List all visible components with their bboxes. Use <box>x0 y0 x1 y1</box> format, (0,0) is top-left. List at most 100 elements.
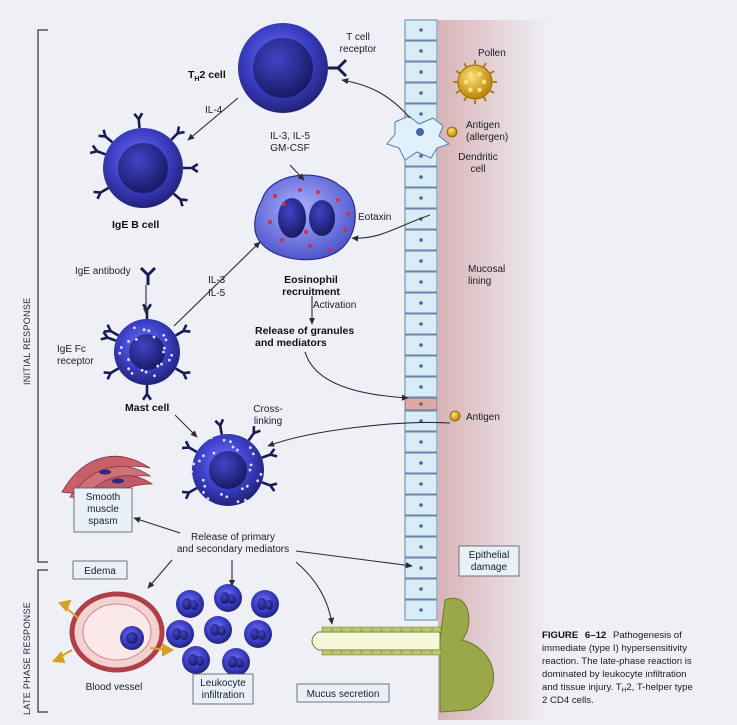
pollen-pore <box>477 72 482 77</box>
eosinophil-granule <box>316 190 320 194</box>
duct-cell <box>401 626 412 633</box>
pollen-pore <box>481 79 487 85</box>
svg-text:and tissue injury. TH2, T-help: and tissue injury. TH2, T-helper type <box>542 682 693 694</box>
mast-cell-granule <box>160 362 163 366</box>
pollen-pore <box>468 72 473 77</box>
ige-fc-receptor-icon <box>100 331 117 342</box>
epithelial-nucleus <box>419 545 423 549</box>
mast-cell-granule <box>152 335 156 339</box>
blood-vessel <box>51 591 175 673</box>
released-granule <box>248 468 252 472</box>
activation-label: Activation <box>313 300 356 311</box>
released-granule <box>236 500 240 504</box>
epithelial-nucleus <box>419 402 423 406</box>
epithelial-nucleus <box>419 280 423 284</box>
released-granule <box>256 479 260 483</box>
ige-fc-receptor-icon <box>141 385 153 401</box>
edema-label: Edema <box>84 566 116 577</box>
pathway-arrows <box>133 78 451 625</box>
cross-linked-ige-icon <box>181 440 198 454</box>
mast-cell-granule <box>134 337 138 341</box>
epithelial-nucleus <box>419 49 423 53</box>
ige-fc-receptor-icon <box>103 367 120 380</box>
pollen-spike <box>463 96 468 102</box>
released-granule <box>209 436 213 440</box>
pollen-spike <box>482 62 487 68</box>
released-granule <box>229 440 232 444</box>
mast-cell-granule <box>170 353 174 357</box>
duct-cell <box>381 649 392 656</box>
dendritic-cell <box>386 115 458 161</box>
released-granule <box>203 484 207 488</box>
mast-cell-granule <box>153 374 156 378</box>
leukocyte-cluster <box>166 584 279 676</box>
eosinophil-granule <box>268 220 272 224</box>
th2-cell-label: TH2 cell <box>188 69 226 83</box>
cross-linked-ige-icon <box>261 448 278 459</box>
released-granule <box>197 459 201 463</box>
epithelial-nucleus <box>419 343 423 347</box>
released-granule <box>222 438 226 442</box>
released-granule <box>225 495 229 499</box>
mast-cell-granule <box>119 346 123 349</box>
eosinophil-granule <box>282 202 286 206</box>
th2-cell <box>238 23 348 113</box>
duct-cell <box>391 626 402 633</box>
epithelial-nucleus <box>419 28 423 32</box>
mast-cell-granule <box>156 364 160 368</box>
released-granule <box>202 491 205 494</box>
leukocyte-nucleus <box>190 600 198 610</box>
epithelial-nucleus <box>419 587 423 591</box>
duct-cell <box>421 626 432 633</box>
antigen-particle <box>449 410 461 422</box>
epithelial-nucleus <box>419 524 423 528</box>
mucus-gland <box>311 597 494 713</box>
leukocyte-nucleus <box>210 624 220 636</box>
leukocyte-nucleus <box>250 628 260 640</box>
epithelial-nucleus <box>419 154 423 158</box>
duct-cell <box>331 626 342 633</box>
cross-linking-label: Cross-linking <box>253 404 282 427</box>
mast-cell-granule <box>127 339 130 343</box>
ige-fc-receptor-icon <box>174 367 191 380</box>
ige-b-cell-label: IgE B cell <box>112 219 159 231</box>
epithelial-nucleus <box>419 503 423 507</box>
svg-text:reaction. The late-phase react: reaction. The late-phase reaction is <box>542 656 692 667</box>
pollen-spike <box>482 96 487 102</box>
epithelial-nucleus <box>419 301 423 305</box>
leukocyte-nucleus <box>218 626 226 636</box>
pollen-spike <box>489 89 495 94</box>
eosinophil-granule <box>343 228 347 232</box>
leukocyte-nucleus <box>182 598 192 610</box>
leukocyte-nucleus <box>220 592 230 604</box>
smooth-muscle-box <box>73 487 133 533</box>
epithelial-nucleus <box>419 196 423 200</box>
duct-cell <box>421 649 432 656</box>
leukocyte-nucleus <box>258 630 266 640</box>
eosinophil-granule <box>280 238 284 242</box>
duct-cell <box>431 649 442 656</box>
epithelial-lining <box>404 19 438 621</box>
duct-cell <box>341 649 352 656</box>
eosinophil-granule <box>304 230 308 234</box>
pollen-pore <box>468 87 473 92</box>
pollen-pore <box>463 79 469 85</box>
mast-cell-granule <box>164 338 168 342</box>
initial-response-label: INITIAL RESPONSE <box>22 298 32 386</box>
epithelial-nucleus <box>419 482 423 486</box>
eosinophil-granule <box>328 248 332 252</box>
duct-cell <box>411 649 422 656</box>
cross-linked-ige-icon <box>247 426 261 442</box>
il3-label: IL-3 <box>208 275 226 286</box>
released-granule <box>248 446 252 450</box>
ige-receptor-icon <box>98 129 114 144</box>
duct-cell <box>321 649 332 656</box>
ige-receptor-icon <box>183 162 199 174</box>
duct-cell <box>401 649 412 656</box>
